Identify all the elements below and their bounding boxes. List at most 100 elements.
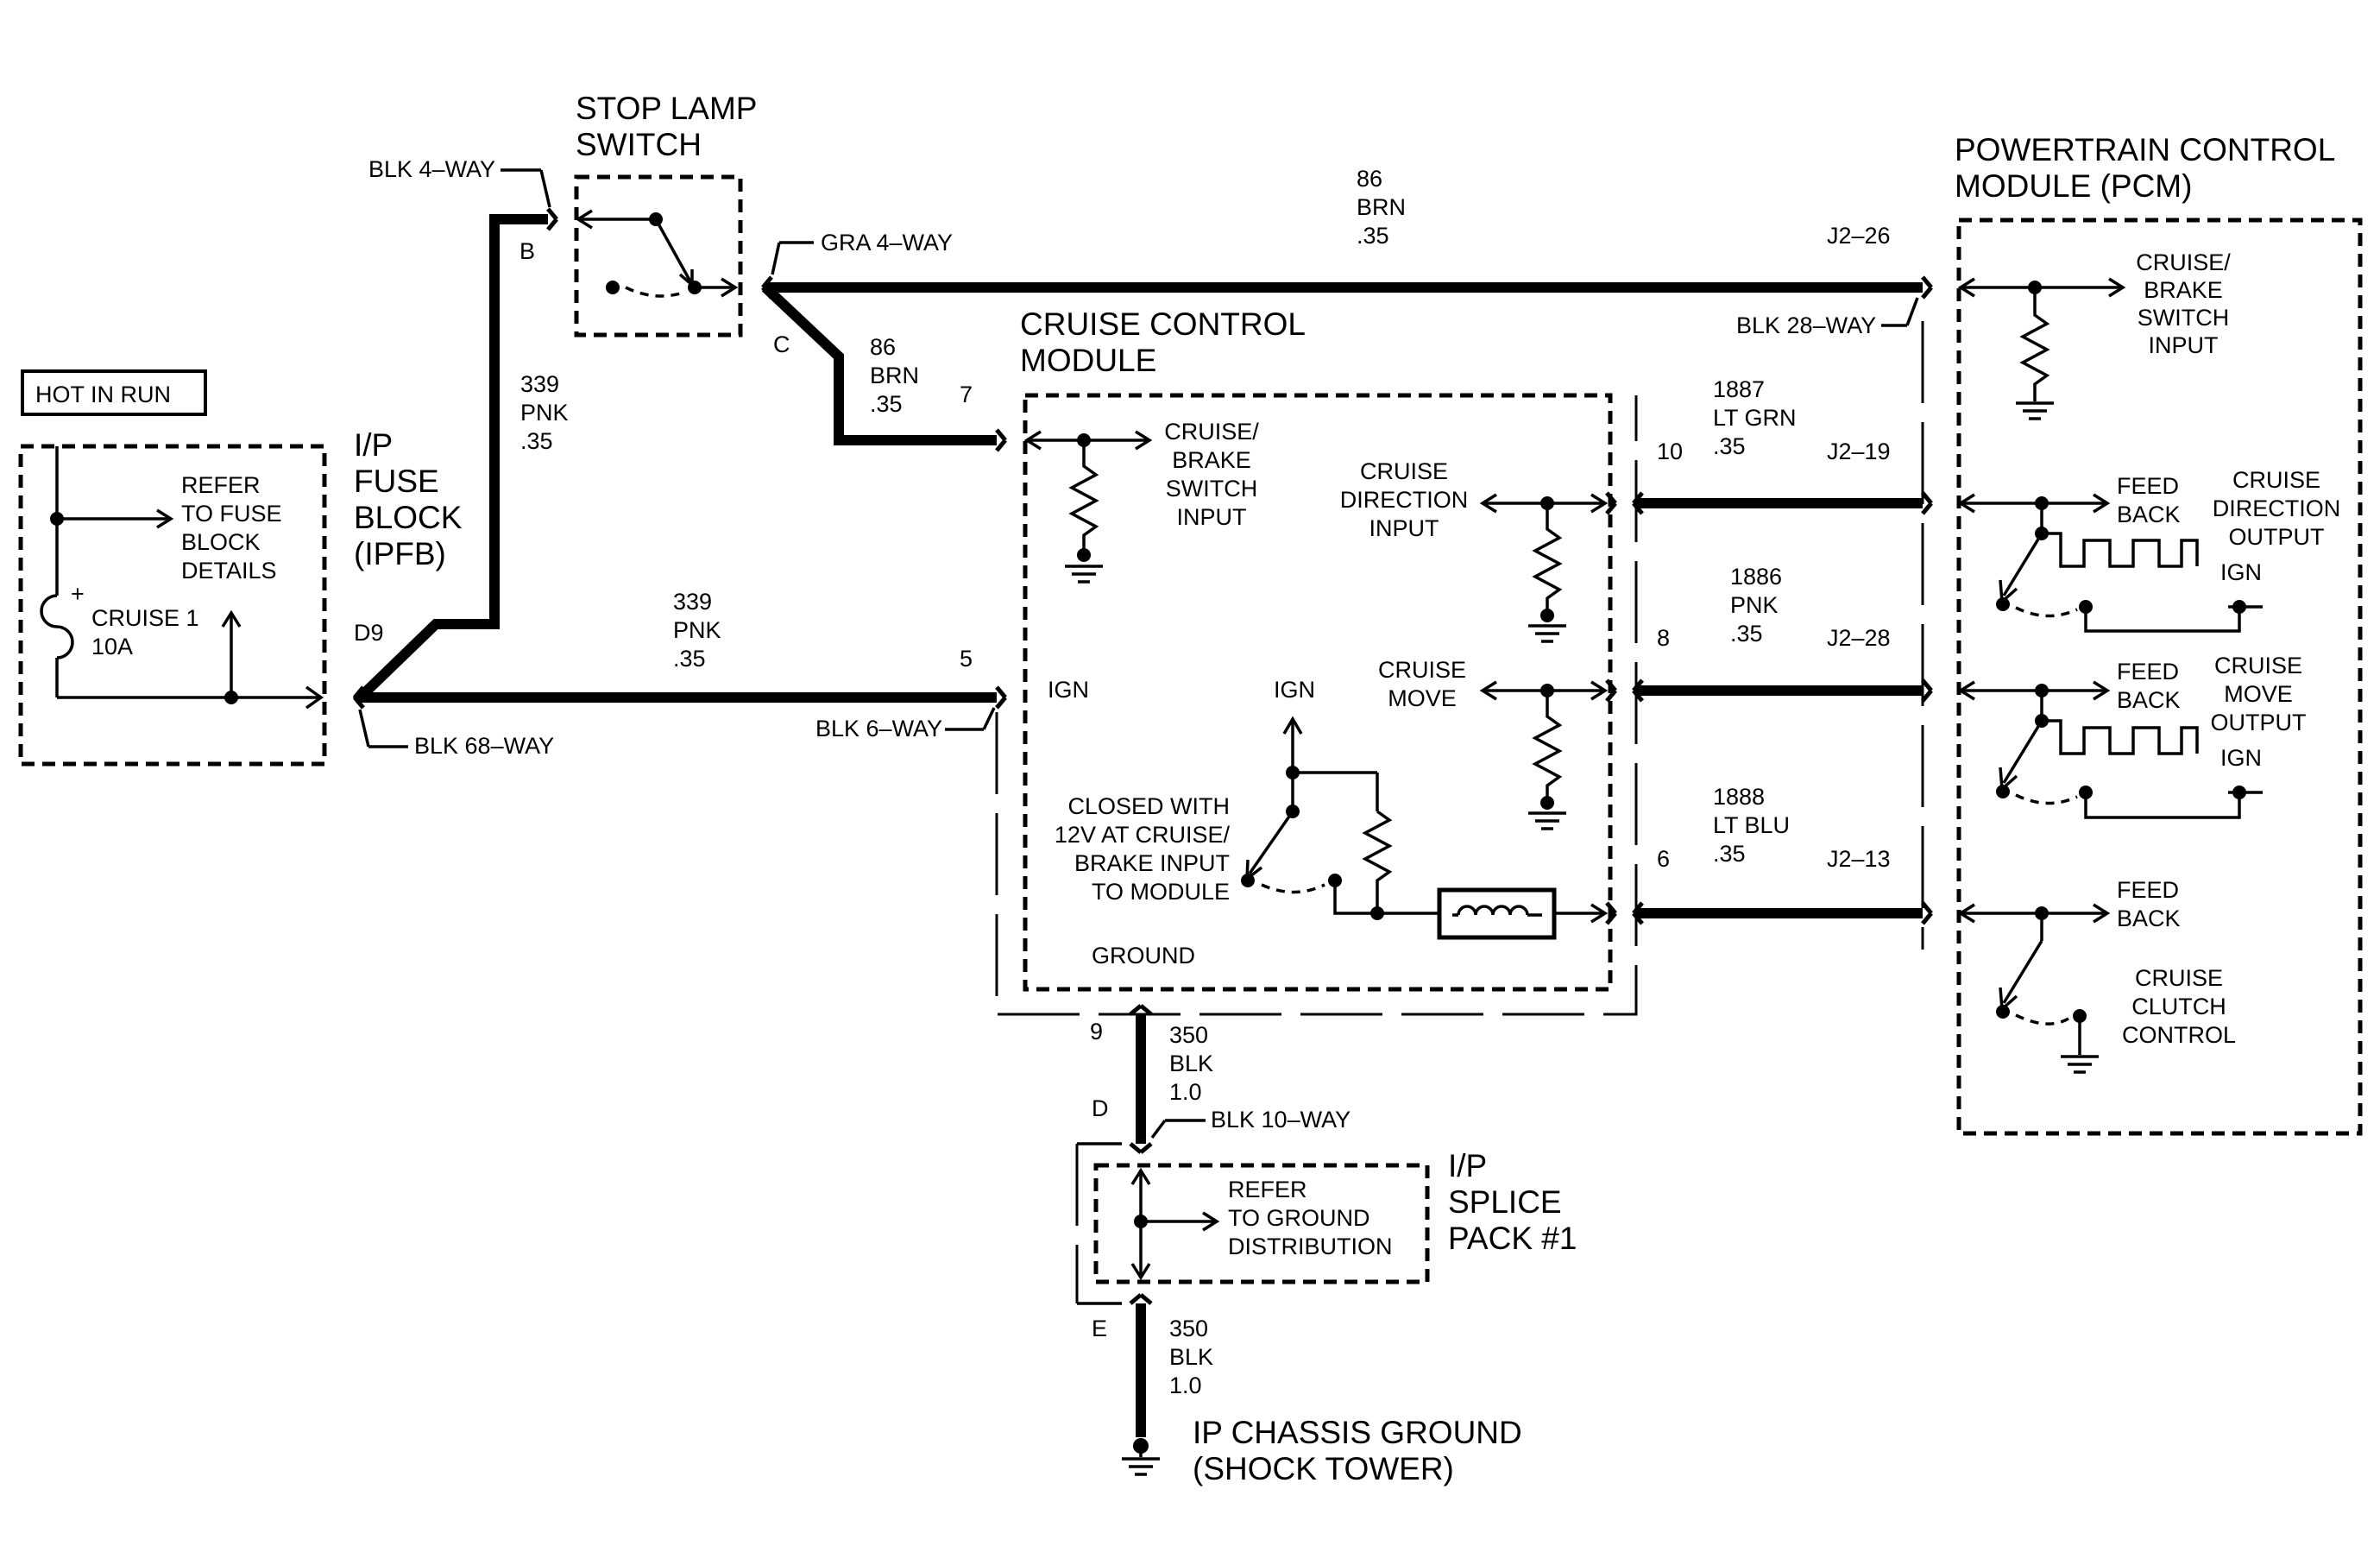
d9: D9 (354, 620, 384, 646)
ip-splice-pack-title-line: PACK #1 (1448, 1221, 1577, 1256)
wire-1887-label-line: .35 (1713, 433, 1746, 459)
refer-ground-distribution-line: DISTRIBUTION (1228, 1234, 1393, 1259)
wire-350-bot-label-line: 1.0 (1169, 1373, 1202, 1398)
cruise-fuse-label-line: 10A (91, 634, 133, 659)
pcm-feed-back-1-line: BACK (2117, 502, 2181, 527)
wire-86-mid-label-line: 86 (870, 334, 896, 360)
pin-b: B (519, 238, 535, 264)
pcm-cruise-brake-input-line: BRAKE (2144, 277, 2223, 303)
wire-1888-label-line: LT BLU (1713, 812, 1790, 838)
ign-ccm-left: IGN (1048, 677, 1089, 703)
blk-4way-label: BLK 4–WAY (368, 156, 495, 182)
dashed-boxes (18, 174, 2363, 1284)
ipfb-title-line: I/P (354, 427, 393, 463)
blk-10way-label: BLK 10–WAY (1211, 1107, 1351, 1133)
ip-chassis-ground-label-line: (SHOCK TOWER) (1193, 1451, 1454, 1486)
wire-1886-label-line: 1886 (1730, 564, 1782, 590)
ip-chassis-ground-label: IP CHASSIS GROUND(SHOCK TOWER) (1193, 1415, 1522, 1486)
pin-d: D (1092, 1095, 1109, 1121)
wire-339-vert-label-line: 339 (520, 371, 559, 397)
pin-10: 10 (1657, 439, 1683, 464)
pcm-cruise-move-output-line: MOVE (2224, 681, 2293, 707)
pcm-cruise-brake-input-line: SWITCH (2138, 305, 2229, 331)
wire-1887-label-line: LT GRN (1713, 405, 1797, 431)
pin-5: 5 (960, 646, 973, 672)
wire-86-top-label-line: 86 (1357, 166, 1382, 192)
wire-350-bot-label-line: BLK (1169, 1344, 1213, 1370)
pcm-cruise-brake-input-line: INPUT (2149, 332, 2219, 358)
ipfb-title-line: BLOCK (354, 500, 463, 535)
hot-in-run-box (21, 369, 207, 416)
ccm-inner-box (1023, 393, 1613, 992)
pin-6: 6 (1657, 846, 1670, 872)
ccm-cruise-direction-input-line: CRUISE (1360, 458, 1448, 484)
fuse-plus: + (71, 581, 85, 607)
pcm-feed-back-3-line: BACK (2117, 906, 2181, 931)
pcm-box (1956, 218, 2363, 1136)
ground-ccm-label: GROUND (1092, 943, 1195, 969)
pcm-feed-back-3-line: FEED (2117, 877, 2179, 903)
ipfb-box (18, 444, 327, 767)
blk-68way-label: BLK 68–WAY (414, 733, 554, 759)
refer-ground-distribution-line: TO GROUND (1228, 1205, 1370, 1231)
splice-pack-box (1093, 1163, 1430, 1284)
wire-1888-label-line: 1888 (1713, 784, 1765, 810)
ip-splice-pack-title-line: SPLICE (1448, 1184, 1562, 1220)
ccm-cruise-brake-input-line: SWITCH (1166, 476, 1257, 502)
wire-350-top-label-line: BLK (1169, 1051, 1213, 1076)
refer-fuse-block-line: BLOCK (181, 529, 261, 555)
ccm-title-line: CRUISE CONTROL (1020, 306, 1306, 342)
pcm-cruise-move-output-line: OUTPUT (2211, 710, 2307, 735)
wire-339-vert-label-line: .35 (520, 428, 553, 454)
pin-8: 8 (1657, 625, 1670, 651)
pcm-cruise-direction-output-line: OUTPUT (2229, 524, 2325, 550)
ccm-cruise-brake-input-line: BRAKE (1172, 447, 1251, 473)
stop-lamp-switch-title-line: SWITCH (576, 127, 702, 162)
closed-with-note-line: TO MODULE (1092, 879, 1230, 905)
ccm-internals (1023, 430, 1609, 940)
wire-86-mid-label-line: BRN (870, 363, 919, 388)
chassis-ground (1120, 1438, 1162, 1476)
ccm-cruise-move-line: MOVE (1388, 685, 1457, 711)
wire-350-bot-label-line: 350 (1169, 1316, 1208, 1341)
pcm-feed-back-1-line: FEED (2117, 473, 2179, 499)
j2-13: J2–13 (1827, 846, 1891, 872)
pin-e: E (1092, 1316, 1107, 1341)
refer-ground-distribution-line: REFER (1228, 1177, 1307, 1202)
closed-with-note-line: BRAKE INPUT (1074, 850, 1230, 876)
wire-86-brn-mid (761, 283, 997, 445)
j2-19: J2–19 (1827, 439, 1891, 464)
ccm-connector-outline (995, 395, 1638, 1016)
wires (352, 214, 1923, 1437)
ccm-cruise-move-line: CRUISE (1378, 657, 1466, 683)
pcm-feed-back-3: FEED BACK (2117, 877, 2181, 931)
ipfb-title-line: (IPFB) (354, 536, 446, 571)
gra-4way-label: GRA 4–WAY (821, 230, 953, 256)
stop-lamp-switch-box (574, 174, 743, 338)
pin-9: 9 (1090, 1019, 1103, 1044)
pcm-feed-back-2-line: FEED (2117, 659, 2179, 685)
wire-86-top-label-line: .35 (1357, 223, 1389, 249)
blk-28way-label: BLK 28–WAY (1736, 312, 1876, 338)
cruise-fuse-label-line: CRUISE 1 (91, 605, 199, 631)
wire-1888-label-line: .35 (1713, 841, 1746, 867)
pcm-title-line: POWERTRAIN CONTROL (1955, 132, 2335, 167)
pcm-cruise-clutch-control-line: CONTROL (2122, 1022, 2236, 1048)
stop-lamp-switch-title-line: STOP LAMP (576, 91, 757, 126)
ccm-cruise-brake-input-line: CRUISE/ (1164, 419, 1259, 445)
refer-fuse-block-line: DETAILS (181, 558, 277, 584)
wire-350-top-label-line: 1.0 (1169, 1079, 1202, 1105)
refer-fuse-block-line: TO FUSE (181, 501, 282, 527)
